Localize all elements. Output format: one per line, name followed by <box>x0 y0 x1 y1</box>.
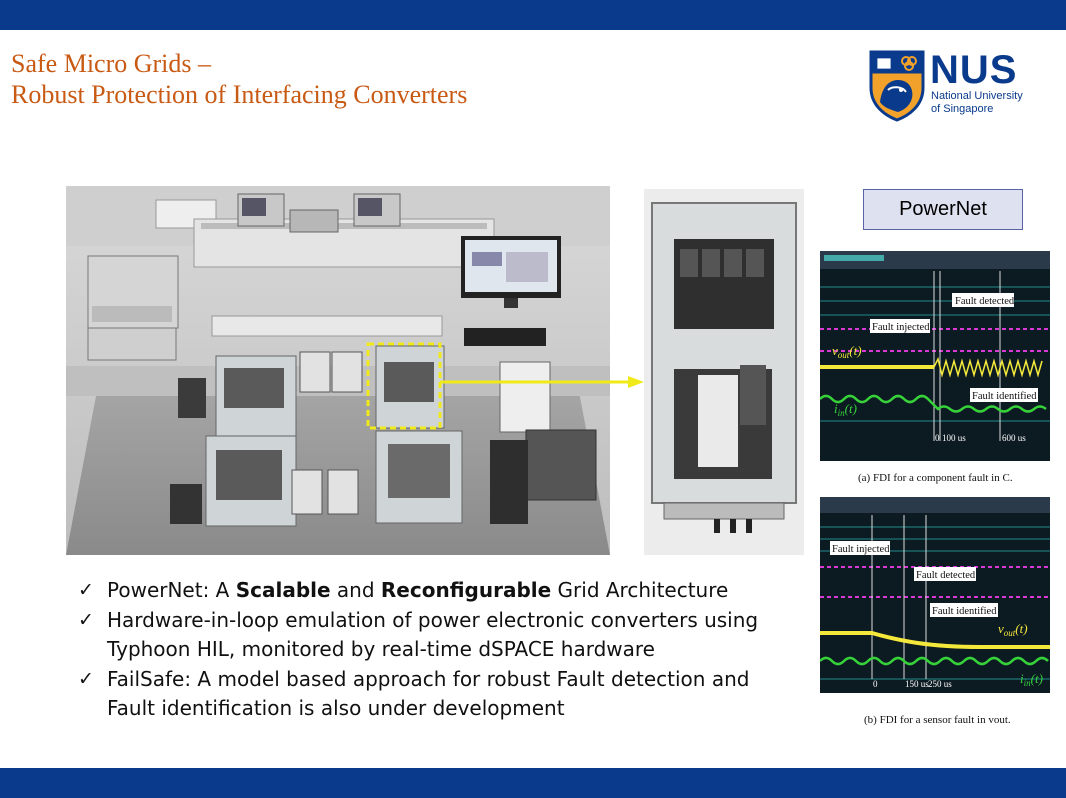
scope-1-vout-sub: out <box>838 350 850 360</box>
scope-2-caption: (b) FDI for a sensor fault in vout. <box>864 714 1011 726</box>
scope-2-vout-sub: out <box>1004 628 1016 638</box>
bullet-hil-line-1: Hardware-in-loop emulation of power elec… <box>107 607 759 632</box>
scope-1-vout-label: v <box>832 343 838 358</box>
powernet-label-box: PowerNet <box>863 189 1023 230</box>
scope-1-t0: 0 <box>935 433 940 443</box>
scope-2-vout-arg: (t) <box>1015 621 1027 636</box>
scope-2-vout-label: v <box>998 621 1004 636</box>
logo-wordmark: NUS <box>930 48 1018 92</box>
scope-sensor-fault: Fault injected Fault detected Fault iden… <box>819 497 1050 697</box>
bullet-failsafe-line-2: Fault identification is also under devel… <box>107 696 565 720</box>
logo-subtitle-line-1: National University <box>931 90 1023 102</box>
bullet-failsafe-line-1: FailSafe: A model based approach for rob… <box>107 666 750 691</box>
checkmark-icon: ✓ <box>78 608 94 631</box>
scope-1-waveform: Fault detected Fault injected Fault iden… <box>819 251 1050 461</box>
scope-1-iin-sub: in <box>838 408 846 418</box>
svg-text:iin(t): iin(t) <box>1020 671 1043 688</box>
scope-2-t1: 150 us <box>905 679 929 689</box>
bullet-hil-line-2: Typhoon HIL, monitored by real-time dSPA… <box>107 637 655 661</box>
bullet-list: ✓ PowerNet: A Scalable and Reconfigurabl… <box>78 576 788 724</box>
lab-setup-photo <box>66 186 610 555</box>
checkmark-icon: ✓ <box>78 667 94 690</box>
scope-2-iin-sub: in <box>1024 678 1032 688</box>
title-line-1: Safe Micro Grids – <box>11 49 212 78</box>
svg-text:vout(t): vout(t) <box>832 343 862 360</box>
scope-1-iin-arg: (t) <box>845 401 857 416</box>
scope-1-caption: (a) FDI for a component fault in C. <box>858 472 1013 484</box>
cabinet-photo-illustration <box>644 189 804 555</box>
scope-1-fault-injected-label: Fault injected <box>872 322 930 333</box>
title-line-2: Robust Protection of Interfacing Convert… <box>11 80 468 109</box>
slide-title: Safe Micro Grids – Robust Protection of … <box>11 48 467 110</box>
lab-photo-illustration <box>66 186 610 555</box>
scope-2-fault-detected-label: Fault detected <box>916 570 976 581</box>
scope-1-t2: 600 us <box>1002 433 1026 443</box>
svg-text:iin(t): iin(t) <box>834 401 857 418</box>
bullet-item-powernet: ✓ PowerNet: A Scalable and Reconfigurabl… <box>78 576 788 606</box>
scope-1-iin-label: i <box>834 401 838 416</box>
bullet-item-failsafe: ✓ FailSafe: A model based approach for r… <box>78 665 788 724</box>
svg-text:vout(t): vout(t) <box>998 621 1028 638</box>
nus-logo: NUS National University of Singapore <box>868 50 1038 122</box>
scope-2-fault-identified-label: Fault identified <box>932 606 997 617</box>
top-header-bar <box>0 0 1066 30</box>
logo-subtitle: National University of Singapore <box>931 90 1023 116</box>
logo-subtitle-line-2: of Singapore <box>931 103 994 115</box>
bold-reconfigurable: Reconfigurable <box>380 578 552 602</box>
scope-2-waveform: Fault injected Fault detected Fault iden… <box>819 497 1050 693</box>
scope-2-iin-label: i <box>1020 671 1024 686</box>
checkmark-icon: ✓ <box>78 579 94 601</box>
converter-cabinet-photo <box>644 189 804 555</box>
scope-2-iin-arg: (t) <box>1031 671 1043 686</box>
scope-1-vout-arg: (t) <box>849 343 861 358</box>
scope-1-t1: 100 us <box>942 433 966 443</box>
bottom-footer-bar <box>0 768 1066 798</box>
scope-2-fault-injected-label: Fault injected <box>832 544 890 555</box>
scope-2-t0: 0 <box>873 679 878 689</box>
bullet-item-hil: ✓ Hardware-in-loop emulation of power el… <box>78 606 788 665</box>
nus-crest-icon <box>869 50 925 122</box>
scope-2-t2: 250 us <box>928 679 952 689</box>
scope-1-fault-detected-label: Fault detected <box>955 296 1015 307</box>
yellow-arrow-icon <box>440 376 644 388</box>
bold-scalable: Scalable <box>235 578 331 602</box>
scope-1-fault-identified-label: Fault identified <box>972 391 1037 402</box>
scope-component-fault: Fault detected Fault injected Fault iden… <box>819 251 1050 466</box>
